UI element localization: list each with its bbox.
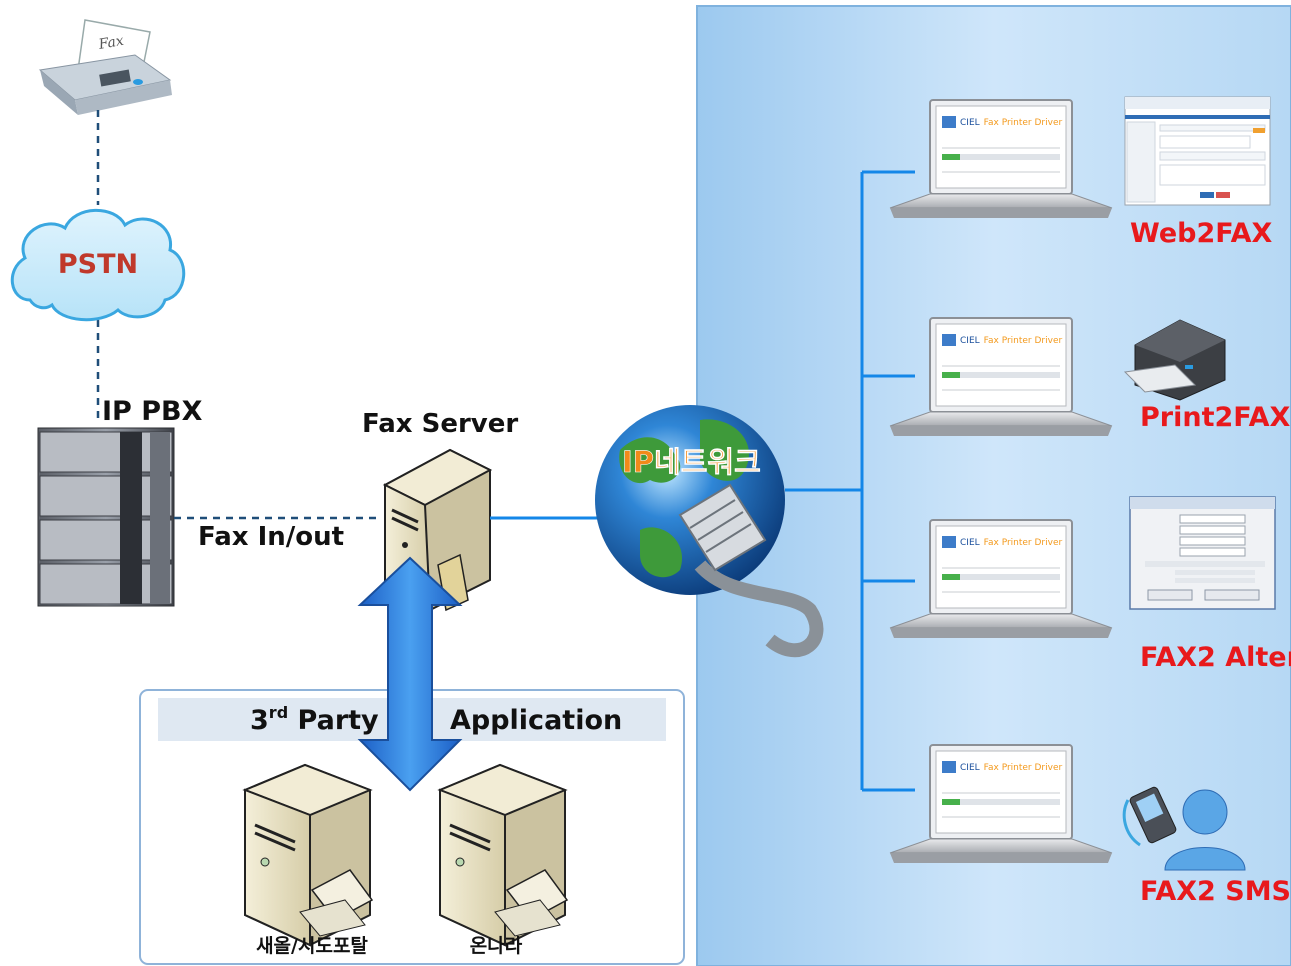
ip-network-label: IP네트워크 [622,445,761,479]
third-party-sup: rd [269,703,288,722]
alter-settings-dialog-icon [1129,496,1276,610]
laptop-icon [889,317,1113,436]
laptop-screen-title: CIEL Fax Printer Driver [960,118,1062,128]
pstn-label: PSTN [58,249,138,280]
app-server-icon [437,763,569,947]
app-server-icon [242,763,374,947]
ip-pbx-label: IP PBX [102,396,203,427]
laptop-icon [889,519,1113,638]
printer-icon [1123,319,1226,401]
client-label-fax2alter: FAX2 Alter [1140,642,1291,673]
client-label-web2fax: Web2FAX [1130,218,1272,249]
screen-product: Fax Printer Driver [984,763,1063,773]
screen-product: Fax Printer Driver [984,336,1063,346]
fax-machine-icon [38,19,172,115]
laptop-screen-title: CIEL Fax Printer Driver [960,538,1062,548]
fax-paper-text: Fax [97,33,125,53]
fax-inout-label: Fax In/out [198,522,344,552]
third-party-number: 3 [250,705,269,736]
laptop-icon [889,744,1113,863]
third-party-title: 3rd Party [250,703,379,736]
screen-brand: CIEL [960,538,980,548]
ip-pbx-rack-icon [37,427,175,607]
screen-brand: CIEL [960,763,980,773]
laptop-screen-title: CIEL Fax Printer Driver [960,763,1062,773]
bidirectional-arrow-icon [357,556,463,792]
web2fax-screenshot-icon [1124,96,1271,206]
mobile-user-icon [1122,786,1246,871]
laptop-icon [889,99,1113,218]
laptop-screen-title: CIEL Fax Printer Driver [960,336,1062,346]
screen-product: Fax Printer Driver [984,538,1063,548]
third-party-application: Application [450,705,622,736]
screen-brand: CIEL [960,336,980,346]
app-label-onnara: 온나라 [470,935,523,957]
pstn-cloud-icon [10,208,186,322]
app-label-saeol: 새올/시도포탈 [256,935,368,957]
screen-brand: CIEL [960,118,980,128]
screen-product: Fax Printer Driver [984,118,1063,128]
client-label-fax2sms: FAX2 SMS [1140,876,1291,907]
third-party-party: Party [288,705,379,736]
fax-server-label: Fax Server [362,409,518,439]
client-label-print2fax: Print2FAX [1140,402,1291,433]
ip-network-globe-icon [595,405,824,658]
